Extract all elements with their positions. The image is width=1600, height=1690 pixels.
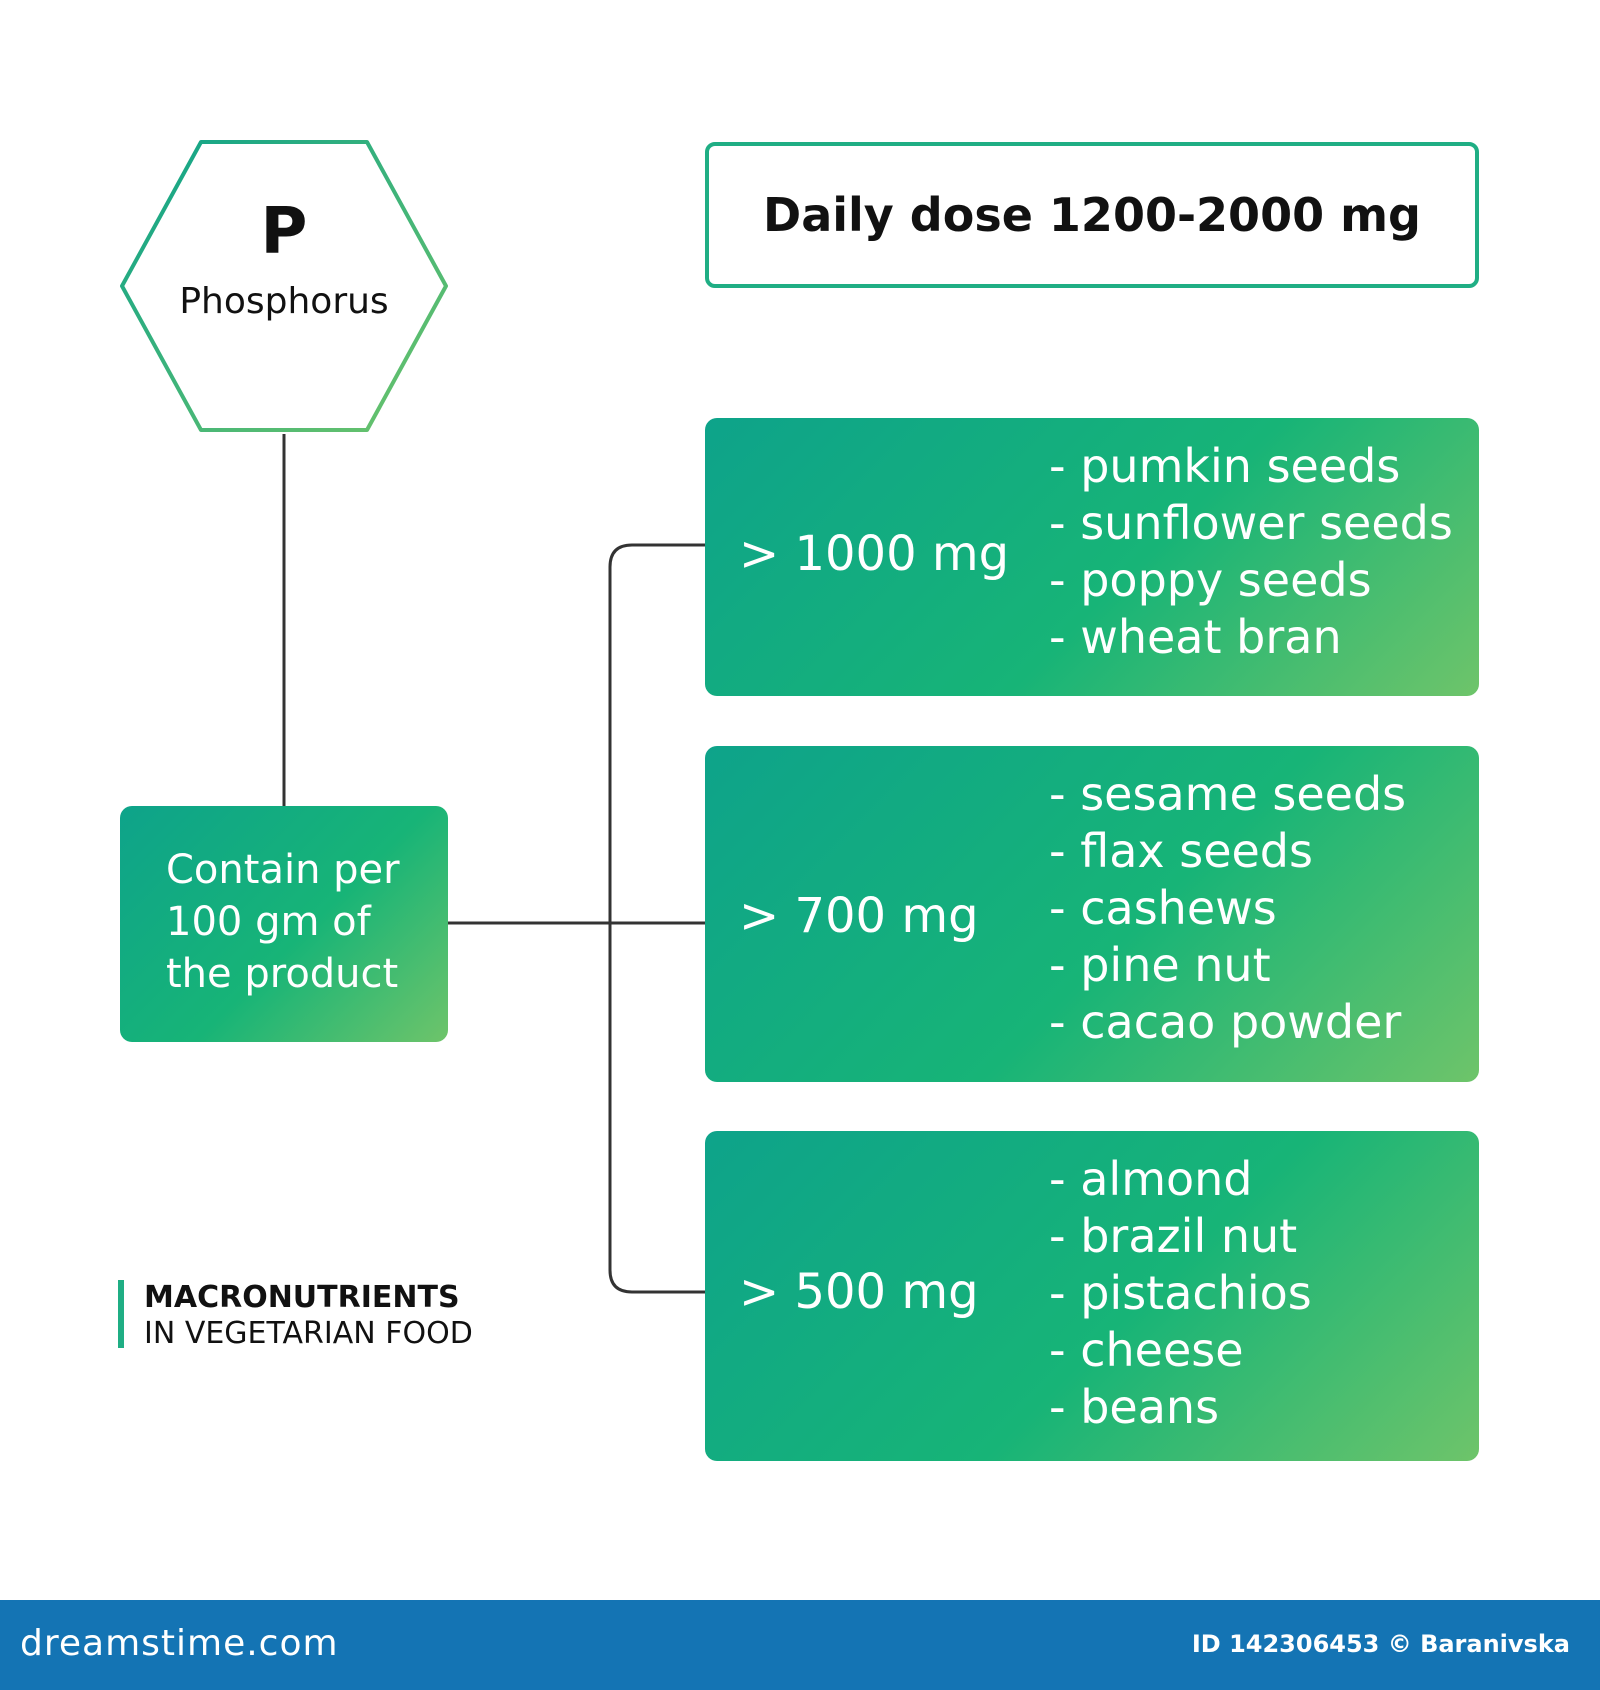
contain-line-2: 100 gm of: [166, 899, 371, 945]
food-item: - cheese: [1049, 1323, 1244, 1377]
daily-dose-box: Daily dose 1200-2000 mg: [705, 142, 1479, 288]
hexagon-outline: [120, 140, 448, 432]
element-symbol: P: [260, 195, 308, 269]
food-item: - cashews: [1049, 881, 1277, 935]
category-threshold: > 1000 mg: [739, 526, 1010, 582]
macronutrients-branding: MACRONUTRIENTS IN VEGETARIAN FOOD: [118, 1280, 473, 1351]
food-item: - sunflower seeds: [1049, 496, 1453, 550]
connector-trunk: [608, 543, 705, 1294]
food-list: - pumkin seeds - sunflower seeds - poppy…: [1049, 438, 1453, 666]
food-list: - almond - brazil nut - pistachios - che…: [1049, 1151, 1312, 1436]
contain-line-1: Contain per: [166, 847, 400, 893]
branding-title: MACRONUTRIENTS: [144, 1280, 460, 1315]
contain-per-100g-box: Contain per 100 gm of the product: [120, 806, 448, 1042]
category-box-500mg: > 500 mg - almond - brazil nut - pistach…: [705, 1131, 1479, 1461]
branding-subtitle: IN VEGETARIAN FOOD: [144, 1316, 473, 1351]
daily-dose-text: Daily dose 1200-2000 mg: [763, 188, 1421, 242]
food-item: - pine nut: [1049, 938, 1271, 992]
food-item: - flax seeds: [1049, 824, 1313, 878]
contain-line-3: the product: [166, 951, 399, 997]
image-credit: ID 142306453 © Baranivska: [1191, 1630, 1570, 1658]
element-name: Phosphorus: [179, 281, 389, 322]
category-threshold: > 700 mg: [739, 888, 979, 944]
food-item: - poppy seeds: [1049, 553, 1372, 607]
element-hexagon: P Phosphorus: [118, 138, 450, 434]
category-box-1000mg: > 1000 mg - pumkin seeds - sunflower see…: [705, 418, 1479, 696]
food-item: - cacao powder: [1049, 995, 1402, 1049]
dreamstime-logo: dreamstime.com: [20, 1623, 339, 1664]
food-item: - sesame seeds: [1049, 767, 1407, 821]
food-item: - almond: [1049, 1152, 1253, 1206]
footer-bar: dreamstime.com ID 142306453 © Baranivska: [0, 1600, 1600, 1690]
food-item: - beans: [1049, 1380, 1220, 1434]
category-box-700mg: > 700 mg - sesame seeds - flax seeds - c…: [705, 746, 1479, 1082]
food-item: - wheat bran: [1049, 610, 1342, 664]
food-item: - brazil nut: [1049, 1209, 1298, 1263]
category-threshold: > 500 mg: [739, 1264, 979, 1320]
food-list: - sesame seeds - flax seeds - cashews - …: [1049, 766, 1406, 1051]
food-item: - pistachios: [1049, 1266, 1312, 1320]
food-item: - pumkin seeds: [1049, 439, 1401, 493]
